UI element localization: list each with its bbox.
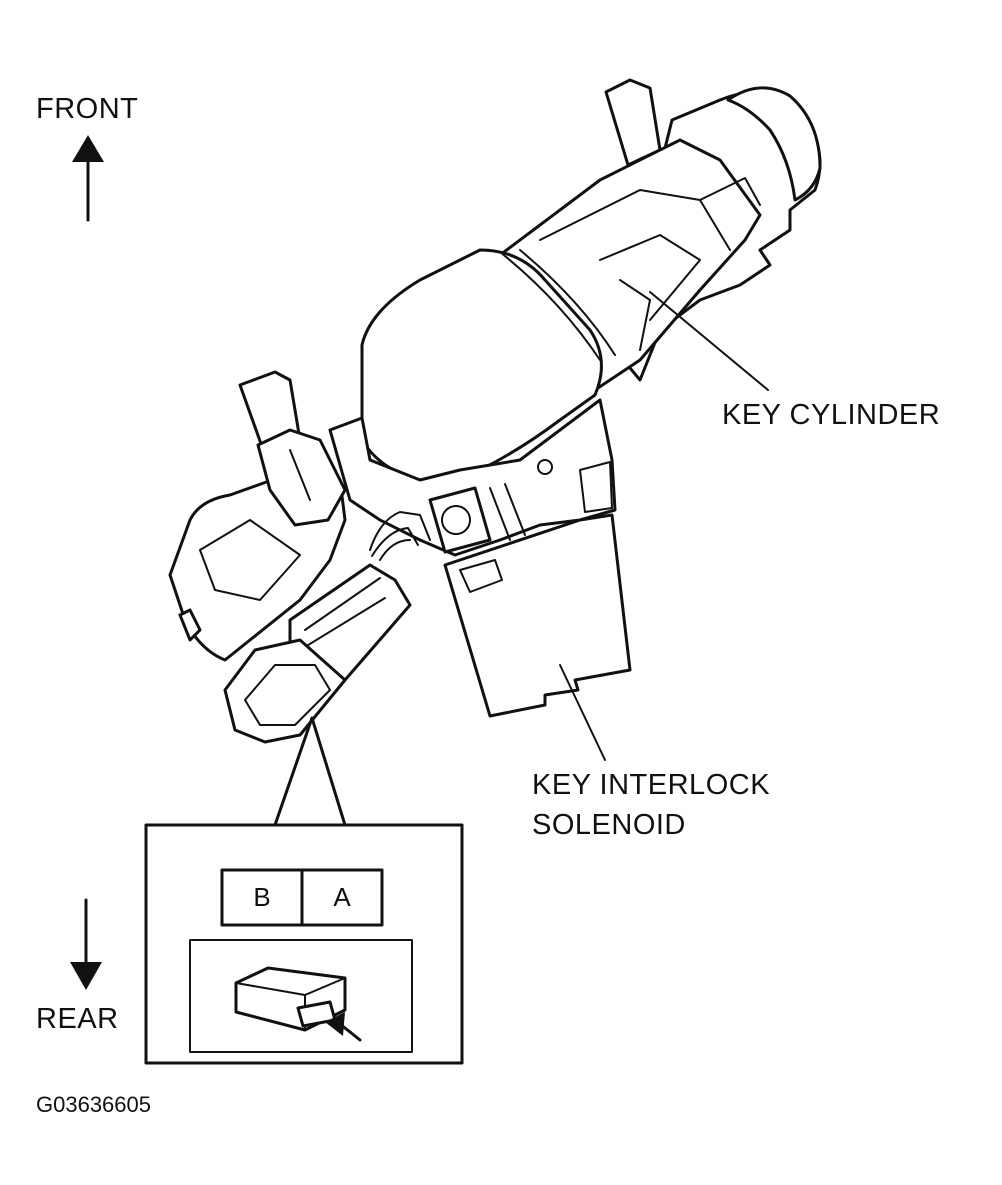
- key-interlock-label-line2: SOLENOID: [532, 809, 686, 841]
- terminal-a-label: A: [333, 882, 351, 912]
- rear-arrow-icon: [70, 898, 102, 990]
- key-interlock-label-line1: KEY INTERLOCK: [532, 769, 771, 801]
- key-cylinder-leader: [649, 291, 769, 391]
- solenoid-leader: [559, 664, 606, 761]
- rear-label: REAR: [36, 1003, 119, 1035]
- front-label: FRONT: [36, 93, 139, 125]
- terminal-b-label: B: [253, 882, 271, 912]
- figure-code: G03636605: [36, 1092, 151, 1117]
- key-cylinder-label: KEY CYLINDER: [722, 399, 941, 431]
- front-arrow-icon: [72, 135, 104, 222]
- ignition-switch-assembly: [168, 78, 822, 744]
- locking-tab-arrow-icon: [325, 1012, 362, 1042]
- connector-callout: [273, 716, 347, 827]
- connector-inset: [144, 823, 464, 1065]
- key-interlock-solenoid-shape: [443, 513, 632, 718]
